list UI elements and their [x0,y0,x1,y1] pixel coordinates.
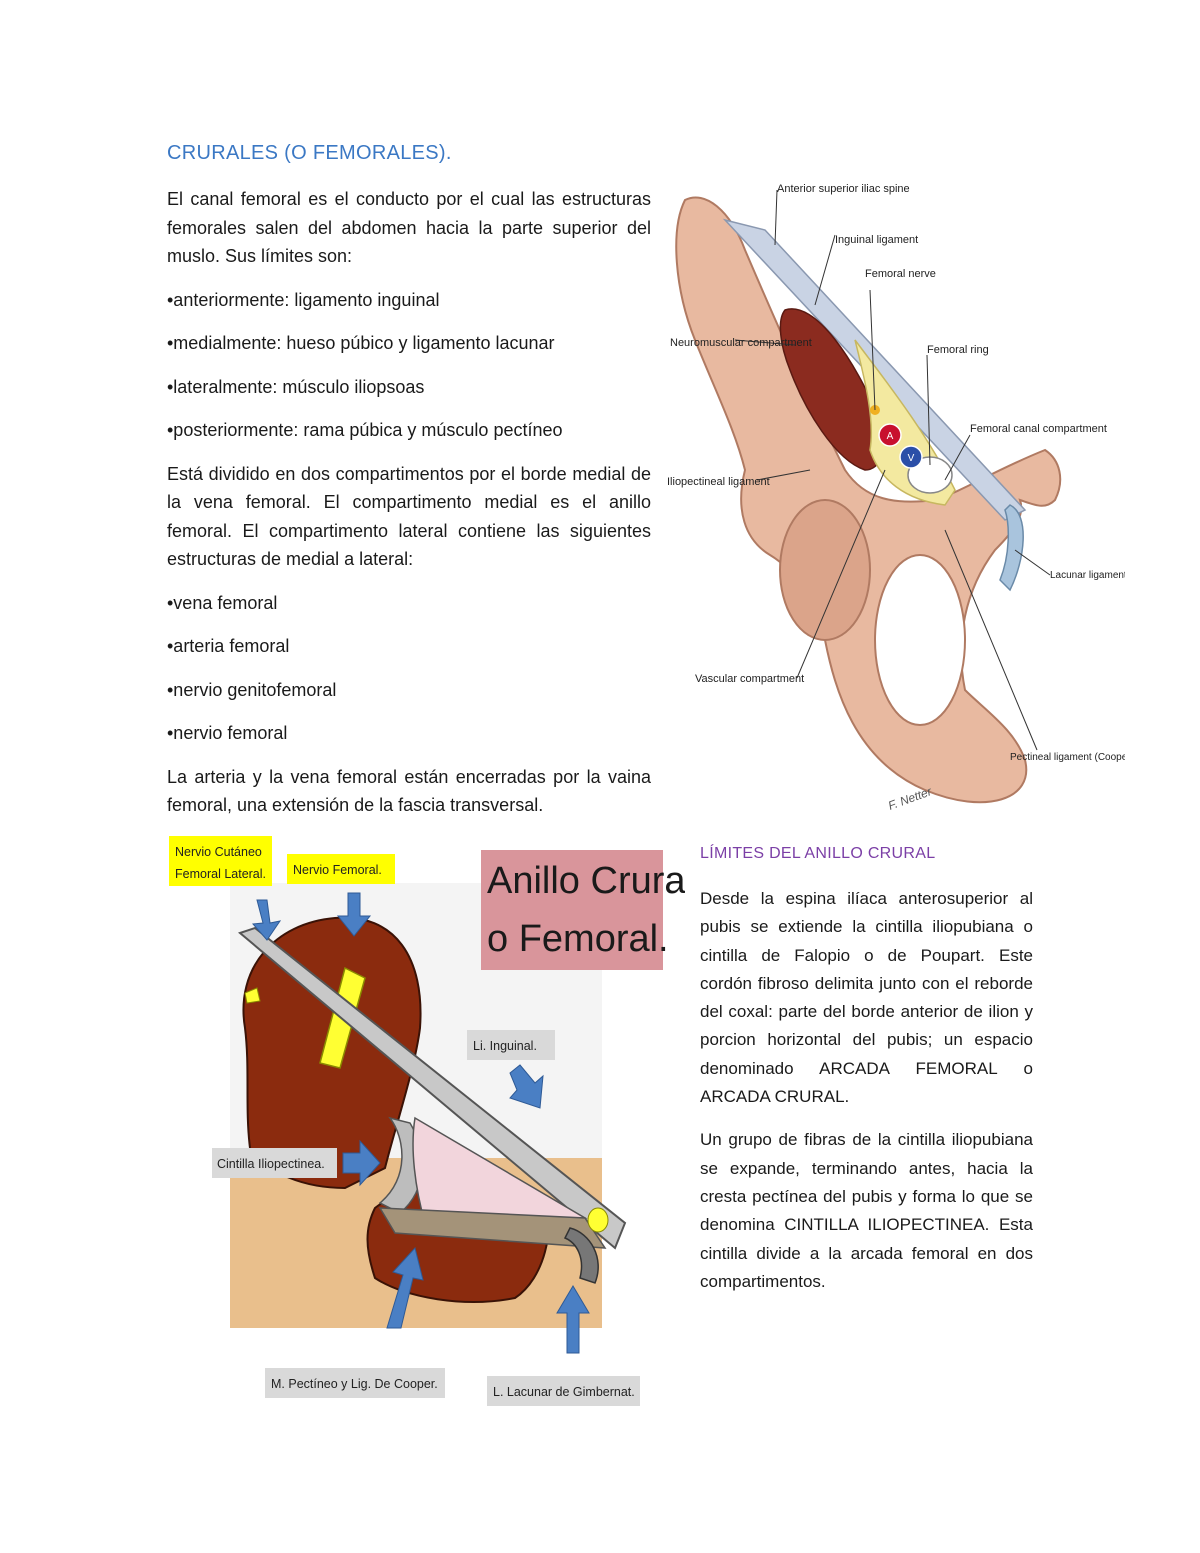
artery-mark: A [887,431,894,442]
inguinal-ligament-shape [237,926,627,1250]
pelvis-illustration: A V Anterior superior iliac spine Inguin… [667,183,1125,813]
division-paragraph: Está dividido en dos compartimentos por … [167,463,651,570]
limit-item: •lateralmente: músculo iliopsoas [167,376,425,397]
femoral-artery-circle [878,423,902,447]
right-paragraph-1: Desde la espina ilíaca anterosuperior al… [700,889,1033,1107]
structure-item: •nervio genitofemoral [167,679,337,700]
title-line-2: o Femoral. [487,918,669,960]
label-vascular: Vascular compartment [695,673,804,685]
arrow-lacunar [556,1285,590,1354]
acetabulum [779,499,871,641]
hip-bone-shape [675,196,1062,804]
callout-iliopectinea: Cintilla Iliopectinea. [217,1157,325,1171]
label-femoral-nerve: Femoral nerve [865,268,936,280]
label-canal-compartment: Femoral canal compartment [970,423,1107,435]
structure-item: •vena femoral [167,592,278,613]
label-asis: Anterior superior iliac spine [777,183,910,195]
label-pectineal: Pectineal ligament (Cooper's) [1010,752,1125,763]
callout-lacunar: L. Lacunar de Gimbernat. [493,1385,635,1399]
title-line-1: Anillo Crural [487,860,685,902]
callout-nervio-femoral-box [287,854,395,884]
arrow-cutaneous [251,899,282,941]
cooper-ligament-shape [378,1207,607,1249]
right-section-heading: LÍMITES DEL ANILLO CRURAL [700,845,936,862]
left-column: El canal femoral es el conducto por el c… [167,185,651,835]
callout-inguinal-box [467,1030,555,1060]
limit-item: •anteriormente: ligamento inguinal [167,289,440,310]
arrow-pectineo [386,1246,424,1329]
label-iliopectineal: Iliopectineal ligament [667,476,770,488]
closing-paragraph: La arteria y la vena femoral están encer… [167,766,651,816]
lacunar-ligament-shape [999,504,1024,592]
arrow-iliopectinea [342,1139,381,1187]
gimbernat-ligament-shape [563,1227,599,1284]
callout-iliopectinea-box [212,1148,337,1178]
limit-item: •medialmente: hueso púbico y ligamento l… [167,333,555,353]
right-paragraph-2: Un grupo de fibras de la cintilla iliopu… [700,1130,1033,1291]
callout-pectineo-box [265,1368,445,1398]
callout-inguinal: Li. Inguinal. [473,1039,537,1053]
limit-item: •posteriormente: rama púbica y músculo p… [167,420,563,440]
arrow-inguinal [509,1064,544,1109]
label-neuromuscular: Neuromuscular compartment [670,337,812,349]
obturator-foramen [874,554,966,726]
section-heading: CRURALES (O FEMORALES). [167,142,452,164]
cutaneous-nerve-shape [244,987,261,1004]
vein-mark: V [908,453,915,464]
callout-nervio-femoral: Nervio Femoral. [293,863,382,877]
callout-pectineo: M. Pectíneo y Lig. De Cooper. [271,1377,438,1391]
callout-cutaneo-line2: Femoral Lateral. [175,867,266,881]
intro-paragraph: El canal femoral es el conducto por el c… [167,189,651,266]
structure-item: •arteria femoral [167,636,290,656]
title-box [481,850,663,970]
callout-lacunar-box [487,1376,640,1406]
arrow-femoral-nerve [336,892,372,937]
netter-signature: F. Netter [886,784,934,813]
crural-ring-diagram: Anillo Crural o Femoral. Nervio Cutáneo … [169,836,685,1406]
label-femoral-ring: Femoral ring [927,344,989,356]
iliopsoas-muscle [779,308,885,471]
callout-cutaneo-box [169,836,272,886]
label-lacunar: Lacunar ligament (Gimbernat's) [1050,570,1125,581]
cooper-yellow-marker [587,1207,609,1233]
callout-cutaneo-line1: Nervio Cutáneo [175,845,262,859]
femoral-vein-circle [899,445,923,469]
structure-item: •nervio femoral [167,723,288,743]
right-column: Desde la espina ilíaca anterosuperior al… [700,885,1033,1311]
label-inguinal-ligament: Inguinal ligament [835,234,918,246]
